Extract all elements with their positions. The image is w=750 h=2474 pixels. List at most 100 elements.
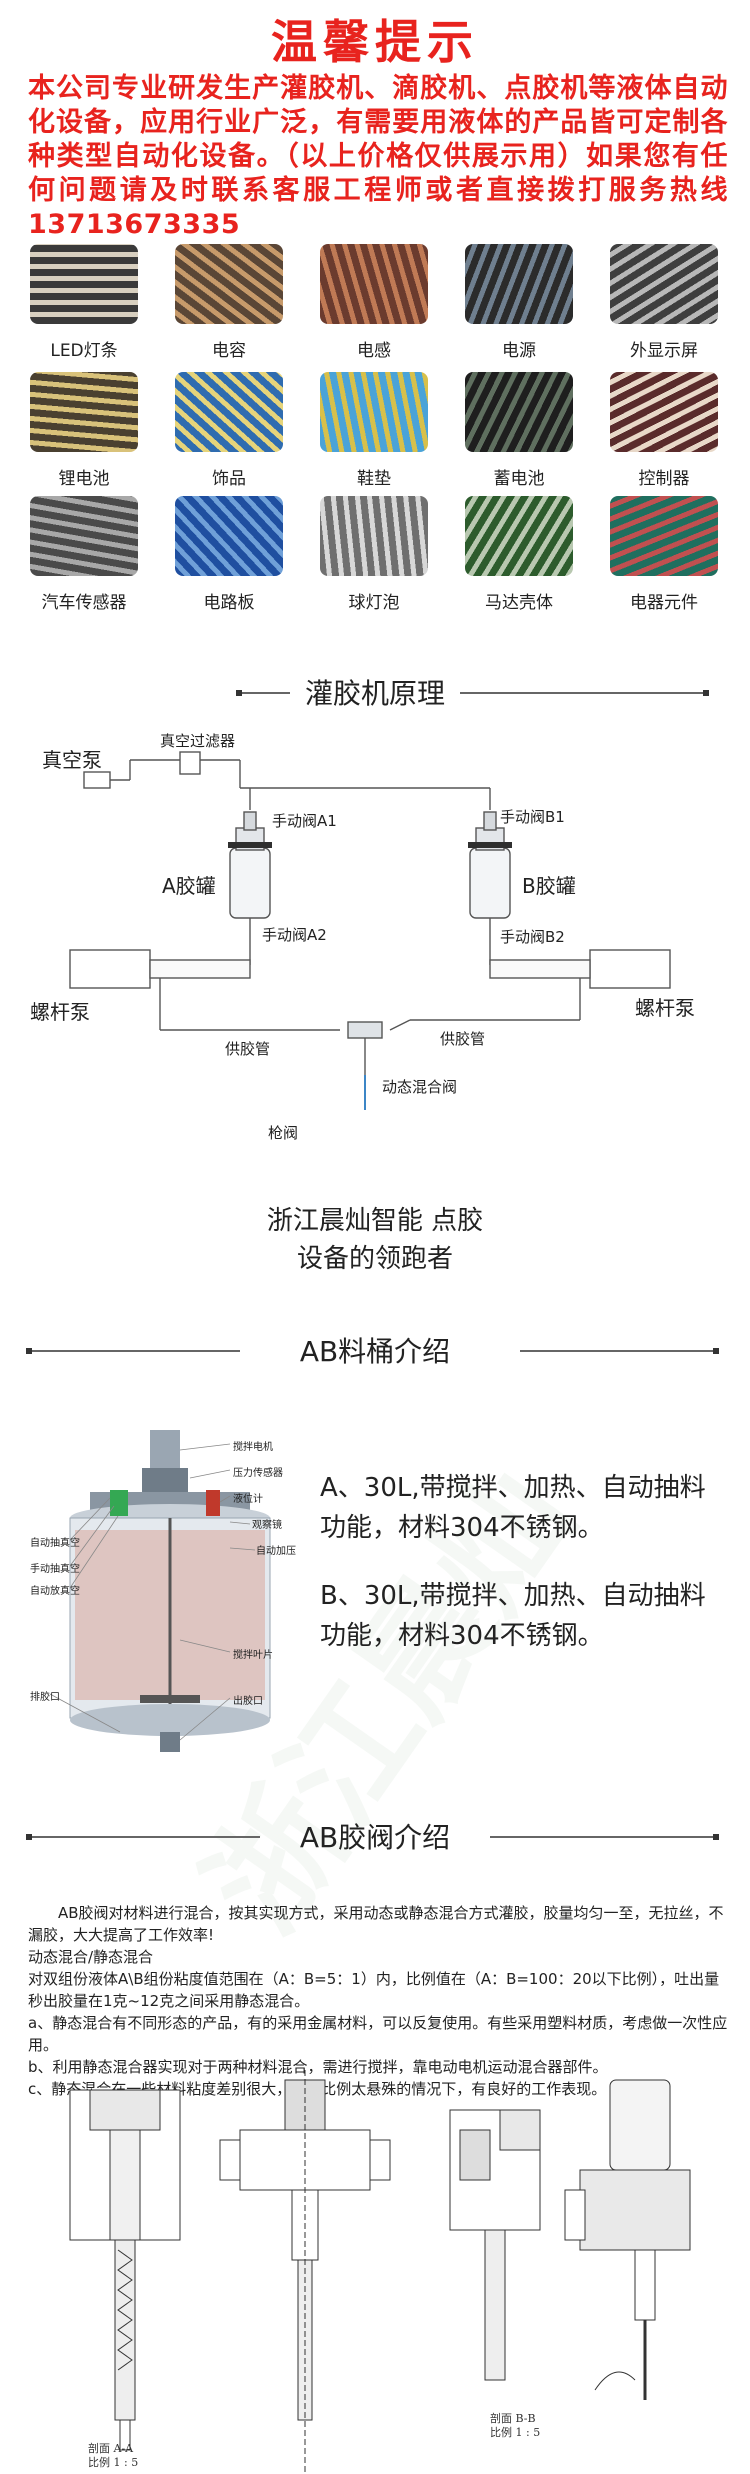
principle-section-title: 灌胶机原理 [304, 677, 445, 710]
barrel-desc-a: A、30L,带搅拌、加热、自动抽料功能，材料304不锈钢。 [320, 1473, 706, 1543]
application-item: 饰品 [175, 372, 283, 502]
label-screw-pump-right: 螺杆泵 [635, 996, 695, 1020]
application-item: 鞋垫 [320, 372, 428, 502]
application-photo [320, 372, 428, 452]
application-label: 电路板 [203, 593, 255, 613]
label-dynamic-mixing-valve: 动态混合阀 [382, 1078, 458, 1096]
label-feed-pipe-left: 供胶管 [225, 1040, 271, 1058]
principle-schematic [69, 751, 671, 1110]
principle-section-header: 灌胶机原理 [0, 672, 750, 712]
application-label: 电感 [357, 341, 391, 361]
application-item: LED灯条 [30, 244, 138, 374]
application-label: LED灯条 [50, 341, 118, 361]
application-photo [30, 496, 138, 576]
valve-para-4: a、静态混合有不同形态的产品，有的采用金属材料，可以反复使用。有些采用塑料材质，… [28, 2014, 728, 2054]
application-photo [465, 244, 573, 324]
application-label: 控制器 [638, 469, 690, 489]
application-photo [175, 244, 283, 324]
application-photo [320, 496, 428, 576]
application-photo [610, 496, 718, 576]
application-photo [610, 372, 718, 452]
label-valve-a2: 手动阀A2 [262, 926, 327, 944]
header-rule-right [490, 1834, 719, 1840]
application-item: 外显示屏 [610, 244, 718, 374]
application-photo [30, 244, 138, 324]
ab-barrel-illustration: 自动抽真空 手动抽真空 自动放真空 搅拌电机 压力传感器 液位计 观察镜 自动加… [30, 1420, 320, 1790]
application-photo [610, 244, 718, 324]
application-photo [175, 496, 283, 576]
label-valve-b1: 手动阀B1 [500, 808, 565, 826]
label-screw-pump-left: 螺杆泵 [30, 1000, 90, 1024]
barrel-section-title: AB料桶介绍 [299, 1335, 451, 1368]
barrel-desc-b: B、30L,带搅拌、加热、自动抽料功能，材料304不锈钢。 [320, 1581, 706, 1651]
application-label: 外显示屏 [630, 341, 698, 361]
callout-level-gauge: 液位计 [233, 1494, 263, 1505]
application-label: 球灯泡 [348, 593, 400, 613]
valve-section-title: AB胶阀介绍 [299, 1821, 451, 1854]
label-tank-b: B胶罐 [522, 874, 576, 898]
application-item: 电感 [320, 244, 428, 374]
application-item: 电器元件 [610, 496, 718, 626]
application-item: 汽车传感器 [30, 496, 138, 626]
application-item: 马达壳体 [465, 496, 573, 626]
application-item: 球灯泡 [320, 496, 428, 626]
application-item: 锂电池 [30, 372, 138, 502]
callout-manual-vacuum: 手动抽真空 [30, 1564, 80, 1575]
application-item: 蓄电池 [465, 372, 573, 502]
application-item: 控制器 [610, 372, 718, 502]
application-label: 电源 [502, 341, 536, 361]
valve-section-header: AB胶阀介绍 [0, 1816, 750, 1856]
application-label: 鞋垫 [357, 469, 391, 489]
tagline-line-2: 设备的领跑者 [296, 1244, 453, 1274]
callout-outlet-port: 出胶口 [233, 1696, 263, 1707]
label-vacuum-filter: 真空过滤器 [160, 732, 236, 750]
callout-auto-release: 自动放真空 [30, 1586, 80, 1597]
application-label: 锂电池 [58, 469, 110, 489]
valve-para-2: 动态混合/静态混合 [28, 1948, 154, 1966]
callout-stir-blade: 搅拌叶片 [233, 1650, 273, 1661]
callout-drain-port: 排胶口 [30, 1692, 60, 1703]
header-rule-right [460, 690, 709, 696]
notice-text: 本公司专业研发生产灌胶机、滴胶机、点胶机等液体自动化设备，应用行业广泛，有需要用… [28, 73, 728, 240]
label-gun-valve: 枪阀 [268, 1124, 299, 1142]
caption-section-aa: 剖面 A-A [88, 2442, 134, 2455]
header-rule-left [26, 1348, 240, 1354]
application-label: 汽车传感器 [41, 593, 127, 613]
valve-para-3: 对双组份液体A\B组份粘度值范围在（A：B=5：1）内，比例值在（A：B=100… [28, 1970, 720, 2010]
header-rule-left [26, 1834, 260, 1840]
notice-banner: 温馨提示 本公司专业研发生产灌胶机、滴胶机、点胶机等液体自动化设备，应用行业广泛… [0, 0, 750, 240]
valve-para-1: AB胶阀对材料进行混合，按其实现方式，采用动态或静态混合方式灌胶，胶量均匀一至，… [28, 1904, 724, 1944]
potting-principle-diagram: 真空泵 真空过滤器 手动阀A1 手动阀B1 A胶罐 B胶罐 手动阀A2 手动阀B… [30, 730, 720, 1160]
application-label: 蓄电池 [493, 469, 545, 489]
label-valve-b2: 手动阀B2 [500, 928, 565, 946]
application-label: 电器元件 [630, 593, 698, 613]
application-item: 电路板 [175, 496, 283, 626]
application-label: 饰品 [212, 469, 246, 489]
tagline-line-1: 浙江晨灿智能 点胶 [266, 1206, 484, 1236]
label-vacuum-pump: 真空泵 [42, 748, 102, 772]
application-photo [175, 372, 283, 452]
application-label: 马达壳体 [485, 593, 553, 613]
application-photo [465, 372, 573, 452]
application-photo [465, 496, 573, 576]
barrel-drawing [49, 1430, 271, 1752]
valve-para-5: b、利用静态混合器实现对于两种材料混合，需进行搅拌，靠电动电机运动混合器部件。 [28, 2058, 608, 2076]
label-feed-pipe-right: 供胶管 [440, 1030, 486, 1048]
callout-sight-glass: 观察镜 [252, 1520, 282, 1531]
label-valve-a1: 手动阀A1 [272, 812, 337, 830]
notice-title: 温馨提示 [271, 15, 479, 69]
callout-stir-motor: 搅拌电机 [233, 1442, 273, 1453]
callout-pressure-sensor: 压力传感器 [233, 1468, 283, 1479]
application-photo [30, 372, 138, 452]
label-tank-a: A胶罐 [162, 874, 216, 898]
application-item: 电源 [465, 244, 573, 374]
callout-auto-vacuum: 自动抽真空 [30, 1538, 80, 1549]
callout-auto-pressurize: 自动加压 [256, 1546, 296, 1557]
caption-section-bb: 剖面 B-B [490, 2412, 536, 2425]
header-rule-left [236, 690, 290, 696]
valve-technical-drawings: 剖面 A-A 比例 1 : 5 剖面 B-B 比例 1 : 5 [30, 2070, 720, 2474]
application-photo [320, 244, 428, 324]
caption-scale-aa: 比例 1 : 5 [88, 2456, 139, 2469]
application-label: 电容 [212, 341, 246, 361]
application-item: 电容 [175, 244, 283, 374]
